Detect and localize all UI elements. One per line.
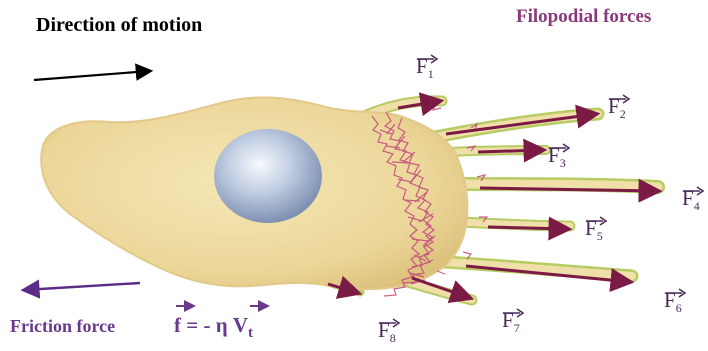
equation-subscript: t xyxy=(248,325,253,341)
force-label-5: F5 xyxy=(585,216,603,244)
friction-label: Friction force xyxy=(10,316,115,337)
force-label-4: F4 xyxy=(682,186,700,214)
nucleus xyxy=(214,129,322,223)
force-label-3: F3 xyxy=(548,143,566,171)
force-arrow-5 xyxy=(488,227,568,229)
force-label-8: F8 xyxy=(378,318,396,346)
friction-arrow xyxy=(24,283,140,290)
force-label-1: F1 xyxy=(416,54,434,82)
force-label-2: F2 xyxy=(608,94,626,122)
motion-arrow xyxy=(34,71,150,80)
friction-equation: f = - η Vt xyxy=(174,313,253,342)
force-label-7: F7 xyxy=(502,308,520,336)
filopodial-title: Filopodial forces xyxy=(516,6,651,28)
direction-label: Direction of motion xyxy=(36,14,202,37)
equation-text: f = - η V xyxy=(174,313,248,337)
force-label-6: F6 xyxy=(664,288,682,316)
force-arrow-3 xyxy=(478,150,543,152)
